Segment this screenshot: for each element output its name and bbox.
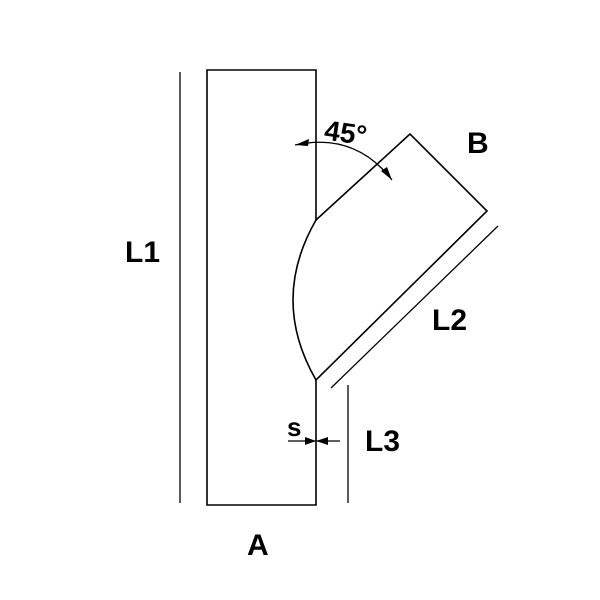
label-s: s xyxy=(287,412,301,442)
label-l2: L2 xyxy=(432,304,467,337)
main-pipe-outline xyxy=(206,69,317,506)
label-a: A xyxy=(247,529,269,562)
angle-arrowhead-left xyxy=(295,139,309,146)
branch-pipe-outline xyxy=(314,132,489,382)
intersection-curve xyxy=(292,218,318,382)
s-arrowhead-right xyxy=(316,437,328,445)
s-arrowhead xyxy=(305,437,316,445)
label-l3: L3 xyxy=(365,425,400,458)
label-l1: L1 xyxy=(125,236,160,269)
label-angle: 45° xyxy=(323,115,369,152)
dimension-line-l2 xyxy=(330,225,499,389)
label-b: B xyxy=(467,127,489,160)
angle-arrowhead-right xyxy=(381,167,392,180)
